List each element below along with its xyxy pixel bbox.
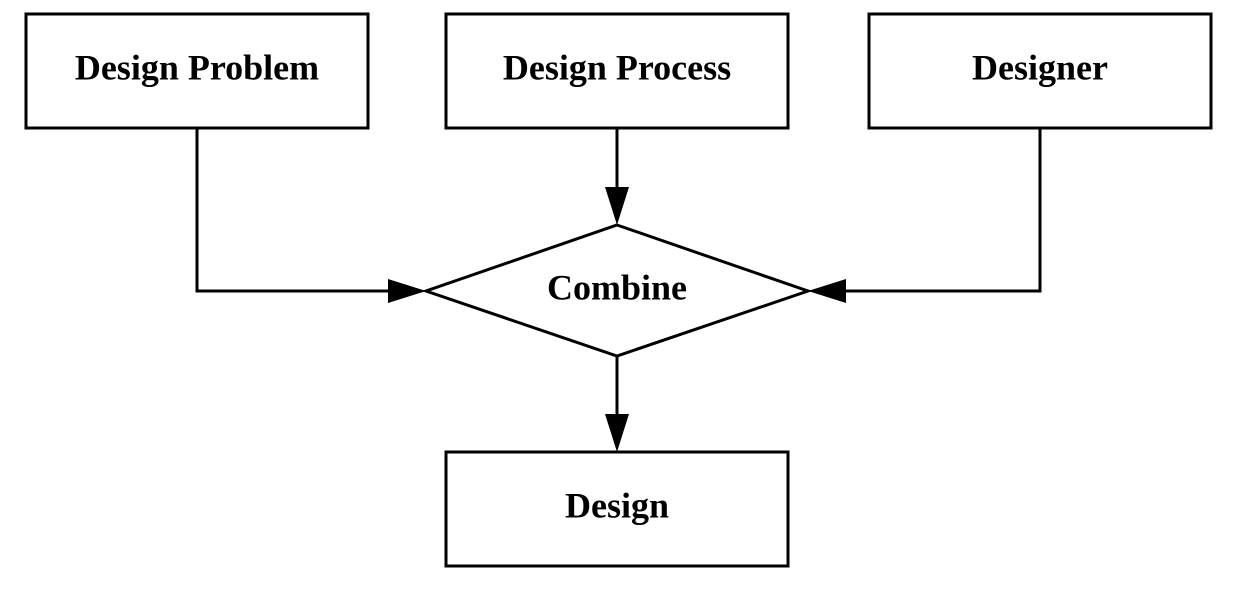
arrowhead-bottom <box>605 414 629 452</box>
arrowhead-right <box>808 279 846 303</box>
node-design-label: Design <box>565 485 669 525</box>
arrowhead-left <box>388 279 426 303</box>
node-design-process: Design Process <box>444 12 790 130</box>
node-designer-label: Designer <box>972 47 1108 87</box>
node-design: Design <box>444 450 790 568</box>
connector-design-problem-to-combine <box>195 128 395 293</box>
node-design-process-label: Design Process <box>503 47 731 87</box>
node-design-problem: Design Problem <box>24 12 370 130</box>
node-combine: Combine <box>421 223 813 358</box>
node-design-problem-label: Design Problem <box>75 47 319 87</box>
node-combine-label: Combine <box>547 267 687 307</box>
arrowhead-top <box>605 187 629 225</box>
node-designer: Designer <box>867 12 1213 130</box>
connector-designer-to-combine <box>840 128 1042 293</box>
